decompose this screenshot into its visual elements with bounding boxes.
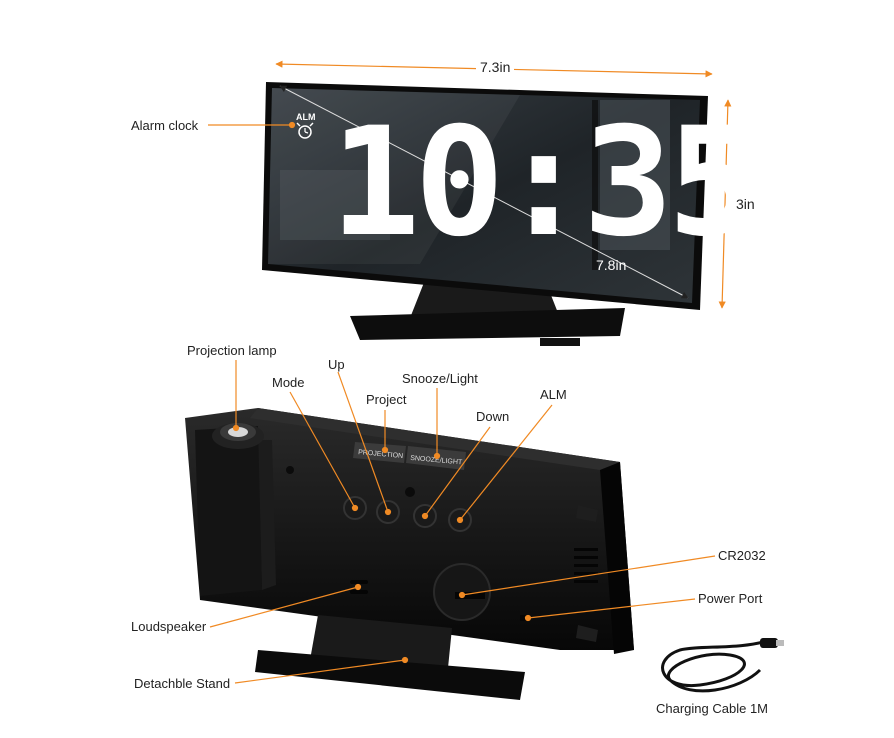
project-label: Project [366,392,407,407]
leader-lines [208,121,716,684]
detachable-stand-label: Detachble Stand [134,676,231,691]
alarm-indicator: ALM [296,112,316,122]
diagonal-label: 7.8in [596,257,627,273]
alm-label: ALM [540,387,567,402]
back-clock: PROJECTION SNOOZE/LIGHT [185,408,634,700]
cr2032-label: CR2032 [718,548,766,563]
power-port [520,615,528,621]
charging-cable-icon [661,638,784,693]
loudspeaker-grille [350,580,368,584]
detachable-stand [310,615,452,668]
height-dimension-line [718,99,732,309]
alarm-clock-label: Alarm clock [131,118,199,133]
time-display: 10:35 [330,96,758,270]
snooze-light-label: Snooze/Light [402,371,478,386]
height-label: 3in [736,196,755,212]
snooze-key-text: SNOOZE/LIGHT [410,455,463,467]
back-base [255,650,525,700]
diagonal-dimension-line [279,85,689,299]
projection-lamp-label: Projection lamp [187,343,277,358]
loudspeaker-label: Loudspeaker [131,619,207,634]
up-label: Up [328,357,345,372]
projection-lamp-icon [212,423,264,449]
charging-cable-label: Charging Cable 1M [656,701,769,716]
mode-label: Mode [272,375,305,390]
power-port-label: Power Port [698,591,763,606]
back-body [185,408,634,650]
width-label: 7.3in [476,59,515,75]
projection-key-text: PROJECTION [358,449,404,460]
front-base [350,308,625,340]
down-label: Down [476,409,510,424]
